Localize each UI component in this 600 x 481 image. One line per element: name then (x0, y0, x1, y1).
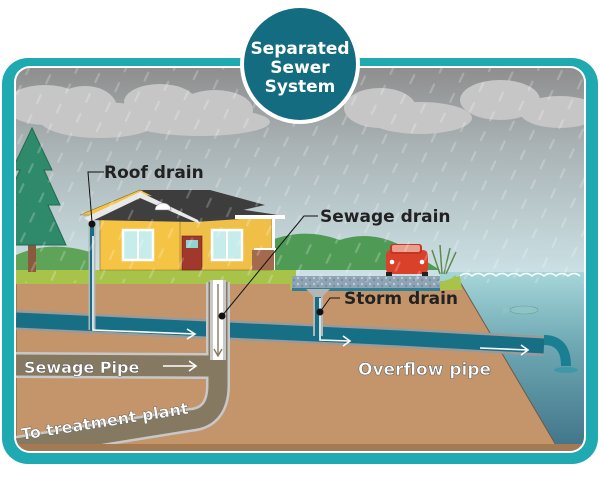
overflow-arrow (479, 347, 529, 351)
title-line-3: System (264, 77, 336, 97)
label-sewage-drain: Sewage drain (320, 207, 451, 227)
sewage-pipe-arrowhead (188, 360, 198, 372)
overflow-arrowhead (520, 344, 530, 356)
label-storm-drain: Storm drain (344, 289, 458, 309)
storm-pipe-inner (16, 312, 545, 354)
sewage-pipe-inner (16, 282, 228, 451)
roof-drain-arrowhead (186, 328, 197, 340)
ground-base (16, 444, 584, 451)
sewage-drain-arrowhead (213, 348, 223, 358)
label-overflow-pipe: Overflow pipe (358, 360, 491, 380)
sewage-drain-marker (218, 312, 226, 320)
title-badge (244, 8, 356, 120)
label-sewage-pipe: Sewage Pipe (24, 358, 139, 377)
outflow-splash (554, 367, 578, 373)
diagram-title: Separated Sewer System (236, 40, 364, 97)
leader-lines (87, 171, 340, 317)
roof-drain-marker (88, 220, 96, 228)
fish (503, 305, 539, 315)
storm-drain-grate (306, 289, 330, 297)
storm-drain-arrowhead (342, 335, 352, 347)
gravel-edge (292, 288, 440, 291)
title-line-1: Separated (250, 39, 350, 59)
storm-drain-marker (316, 308, 324, 316)
label-roof-drain: Roof drain (104, 163, 204, 183)
pipe-outflow (543, 335, 571, 367)
title-line-2: Sewer (270, 58, 330, 78)
